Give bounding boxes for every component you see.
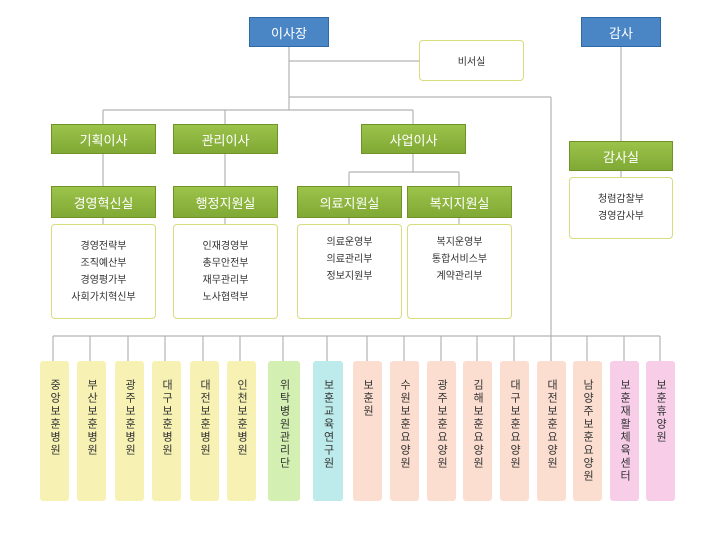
department: 조직예산부: [80, 257, 127, 269]
department: 통합서비스부: [431, 254, 488, 265]
institution-label: 대구보훈요양원: [508, 379, 522, 470]
department: 의료관리부: [326, 254, 373, 265]
director-management: 관리이사: [173, 124, 278, 154]
institution-label: 보훈재활체육센터: [618, 379, 632, 483]
office-welfare: 복지지원실: [407, 186, 512, 218]
department: 사회가치혁신부: [71, 291, 136, 303]
department: 의료운영부: [326, 237, 373, 248]
institution-label: 대구보훈병원: [160, 379, 174, 457]
institution-box: 대전보훈병원: [190, 361, 219, 501]
institution-box: 보훈원: [353, 361, 382, 501]
institution-label: 수원보훈요양원: [398, 379, 412, 470]
institution-label: 광주보훈병원: [123, 379, 137, 457]
institution-label: 인천보훈병원: [235, 379, 249, 457]
institution-label: 보훈교육연구원: [322, 379, 335, 470]
institution-box: 광주보훈병원: [115, 361, 144, 501]
institution-box: 김해보훈요양원: [463, 361, 492, 501]
office-admin: 행정지원실: [173, 186, 278, 218]
audit-dept: 경영감사부: [598, 211, 644, 222]
institution-label: 중앙보훈병원: [48, 379, 62, 457]
institution-box: 수원보훈요양원: [390, 361, 419, 501]
institution-box: 보훈재활체육센터: [610, 361, 639, 501]
institution-label: 대전보훈병원: [198, 379, 212, 457]
institution-box: 대구보훈병원: [152, 361, 181, 501]
department: 복지운영부: [436, 237, 483, 248]
institution-label: 남양주보훈요양원: [581, 379, 595, 483]
institution-box: 보훈교육연구원: [313, 361, 343, 501]
audit-dept: 청렴감찰부: [598, 194, 644, 205]
institution-label: 보훈휴양원: [654, 379, 668, 444]
institution-box: 중앙보훈병원: [40, 361, 69, 501]
institution-label: 위탁병원관리단: [278, 379, 291, 470]
departments-medical: 의료운영부 의료관리부 정보지원부: [297, 224, 402, 319]
office-innovation: 경영혁신실: [51, 186, 156, 218]
institution-box: 대구보훈요양원: [500, 361, 529, 501]
departments-admin: 인재경영부 총무안전부 재무관리부 노사협력부: [173, 224, 278, 319]
institution-label: 대전보훈요양원: [545, 379, 559, 470]
department: 총무안전부: [202, 257, 249, 269]
department: 인재경영부: [202, 240, 249, 252]
institution-box: 광주보훈요양원: [427, 361, 456, 501]
director-planning: 기획이사: [51, 124, 156, 154]
institution-label: 김해보훈요양원: [471, 379, 485, 470]
department: 경영평가부: [80, 274, 127, 286]
institution-label: 보훈원: [361, 379, 375, 418]
institution-box: 보훈휴양원: [646, 361, 675, 501]
departments-welfare: 복지운영부 통합서비스부 계약관리부: [407, 224, 512, 319]
institution-label: 부산보훈병원: [85, 379, 99, 457]
chairman-box: 이사장: [249, 17, 329, 47]
institution-box: 위탁병원관리단: [268, 361, 300, 501]
department: 노사협력부: [202, 291, 249, 303]
department: 계약관리부: [436, 271, 483, 282]
director-business: 사업이사: [361, 124, 466, 154]
institution-box: 인천보훈병원: [227, 361, 256, 501]
institution-box: 남양주보훈요양원: [573, 361, 602, 501]
institution-box: 대전보훈요양원: [537, 361, 566, 501]
department: 정보지원부: [326, 271, 373, 282]
department: 경영전략부: [80, 240, 127, 252]
audit-office-box: 감사실: [569, 141, 673, 171]
secretary-box: 비서실: [419, 40, 524, 81]
institution-label: 광주보훈요양원: [435, 379, 449, 470]
auditor-box: 감사: [581, 17, 661, 47]
institution-box: 부산보훈병원: [77, 361, 106, 501]
departments-innovation: 경영전략부 조직예산부 경영평가부 사회가치혁신부: [51, 224, 156, 319]
department: 재무관리부: [202, 274, 249, 286]
audit-departments: 청렴감찰부 경영감사부: [569, 177, 673, 239]
office-medical: 의료지원실: [297, 186, 402, 218]
